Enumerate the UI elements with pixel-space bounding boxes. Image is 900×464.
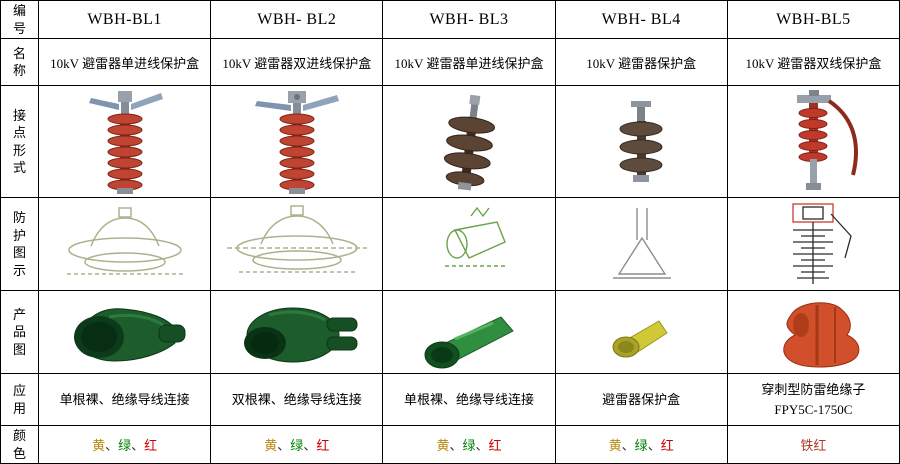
product-photo-bl5 <box>783 301 860 368</box>
product-application-bl2: 双根裸、绝缘导线连接 <box>210 373 384 427</box>
protection-drawing-bl2 <box>226 204 367 273</box>
color-yellow-label: 黄 <box>608 438 622 454</box>
product-photo-bl3 <box>424 315 514 369</box>
protection-drawing-cell-bl2 <box>210 197 384 292</box>
color-iron-red-label: 铁红 <box>800 438 827 454</box>
product-name-bl1: 10kV 避雷器单进线保护盒 <box>38 38 212 87</box>
product-code-bl4: WBH- BL4 <box>554 0 728 40</box>
product-color-bl1: 黄、绿、红 <box>38 425 212 464</box>
product-name-bl5: 10kV 避雷器双线保护盒 <box>726 38 900 87</box>
row-header-protection-label: 防护图示 <box>13 210 27 278</box>
row-header-color: 颜色 <box>0 425 40 464</box>
connection-photo-cell-bl4 <box>554 85 728 199</box>
protection-drawing-bl4 <box>613 207 672 279</box>
color-separator: 、 <box>303 438 317 454</box>
color-yellow-label: 黄 <box>436 438 450 454</box>
connection-photo-cell-bl2 <box>210 85 384 199</box>
row-product-image: 产品图 <box>0 290 900 375</box>
row-header-name: 名称 <box>0 38 40 87</box>
row-header-product-image-label: 产品图 <box>13 306 27 357</box>
connection-photo-cell-bl5 <box>726 85 900 199</box>
product-photo-cell-bl2 <box>210 290 384 375</box>
color-separator: 、 <box>621 438 635 454</box>
arrester-photo-bl5 <box>797 89 859 190</box>
color-red-label: 红 <box>316 438 330 454</box>
product-color-bl4: 黄、绿、红 <box>554 425 728 464</box>
product-application-bl3: 单根裸、绝缘导线连接 <box>382 373 556 427</box>
product-code-bl5: WBH-BL5 <box>726 0 900 40</box>
color-separator: 、 <box>105 438 119 454</box>
product-application-bl1: 单根裸、绝缘导线连接 <box>38 373 212 427</box>
row-name: 名称 10kV 避雷器单进线保护盒 10kV 避雷器双进线保护盒 10kV 避雷… <box>0 38 900 87</box>
product-name-bl2: 10kV 避雷器双进线保护盒 <box>210 38 384 87</box>
color-separator: 、 <box>475 438 489 454</box>
product-color-bl3: 黄、绿、红 <box>382 425 556 464</box>
color-separator: 、 <box>131 438 145 454</box>
product-photo-cell-bl5 <box>726 290 900 375</box>
color-yellow-label: 黄 <box>264 438 278 454</box>
product-application-bl4: 避雷器保护盒 <box>554 373 728 427</box>
protection-drawing-cell-bl5 <box>726 197 900 292</box>
product-application-bl5: 穿刺型防雷绝缘子 FPY5C-1750C <box>726 373 900 427</box>
product-code-bl1: WBH-BL1 <box>38 0 212 40</box>
product-name-bl3: 10kV 避雷器单进线保护盒 <box>382 38 556 87</box>
arrester-photo-bl3 <box>443 94 496 191</box>
color-red-label: 红 <box>660 438 674 454</box>
row-code: 编号 WBH-BL1 WBH- BL2 WBH- BL3 WBH- BL4 WB… <box>0 0 900 40</box>
row-header-product-image: 产品图 <box>0 290 40 375</box>
product-name-bl4: 10kV 避雷器保护盒 <box>554 38 728 87</box>
product-color-bl2: 黄、绿、红 <box>210 425 384 464</box>
row-application: 应用 单根裸、绝缘导线连接 双根裸、绝缘导线连接 单根裸、绝缘导线连接 避雷器保… <box>0 373 900 427</box>
row-connection: 接点形式 <box>0 85 900 199</box>
arrester-photo-bl2 <box>254 90 339 194</box>
connection-photo-cell-bl3 <box>382 85 556 199</box>
row-header-connection-label: 接点形式 <box>13 107 27 176</box>
color-green-label: 绿 <box>290 438 304 454</box>
protection-drawing-bl3 <box>445 206 506 267</box>
protection-drawing-bl1 <box>66 206 183 275</box>
color-green-label: 绿 <box>462 438 476 454</box>
color-separator: 、 <box>277 438 291 454</box>
row-color: 颜色 黄、绿、红 黄、绿、红 黄、绿、红 黄、绿、红 铁红 <box>0 425 900 464</box>
arrester-photo-bl4 <box>619 100 663 182</box>
color-separator: 、 <box>647 438 661 454</box>
product-color-bl5: 铁红 <box>726 425 900 464</box>
protection-drawing-cell-bl1 <box>38 197 212 292</box>
row-header-code: 编号 <box>0 0 40 40</box>
row-header-name-label: 名称 <box>13 45 27 79</box>
product-photo-cell-bl3 <box>382 290 556 375</box>
arrester-photo-bl1 <box>88 90 163 194</box>
row-header-protection: 防护图示 <box>0 197 40 292</box>
product-code-bl2: WBH- BL2 <box>210 0 384 40</box>
row-protection: 防护图示 <box>0 197 900 292</box>
product-photo-cell-bl4 <box>554 290 728 375</box>
color-yellow-label: 黄 <box>92 438 106 454</box>
product-photo-bl4 <box>612 319 668 358</box>
connection-photo-cell-bl1 <box>38 85 212 199</box>
color-red-label: 红 <box>144 438 158 454</box>
product-photo-cell-bl1 <box>38 290 212 375</box>
protection-drawing-cell-bl4 <box>554 197 728 292</box>
product-photo-bl1 <box>73 307 186 362</box>
row-header-application-label: 应用 <box>13 383 27 416</box>
product-photo-bl2 <box>243 307 358 363</box>
color-separator: 、 <box>449 438 463 454</box>
row-header-application: 应用 <box>0 373 40 427</box>
row-header-code-label: 编号 <box>13 3 27 36</box>
color-green-label: 绿 <box>118 438 132 454</box>
color-green-label: 绿 <box>634 438 648 454</box>
product-code-bl3: WBH- BL3 <box>382 0 556 40</box>
color-red-label: 红 <box>488 438 502 454</box>
protection-drawing-cell-bl3 <box>382 197 556 292</box>
protection-drawing-bl5 <box>792 202 853 284</box>
row-header-connection: 接点形式 <box>0 85 40 199</box>
